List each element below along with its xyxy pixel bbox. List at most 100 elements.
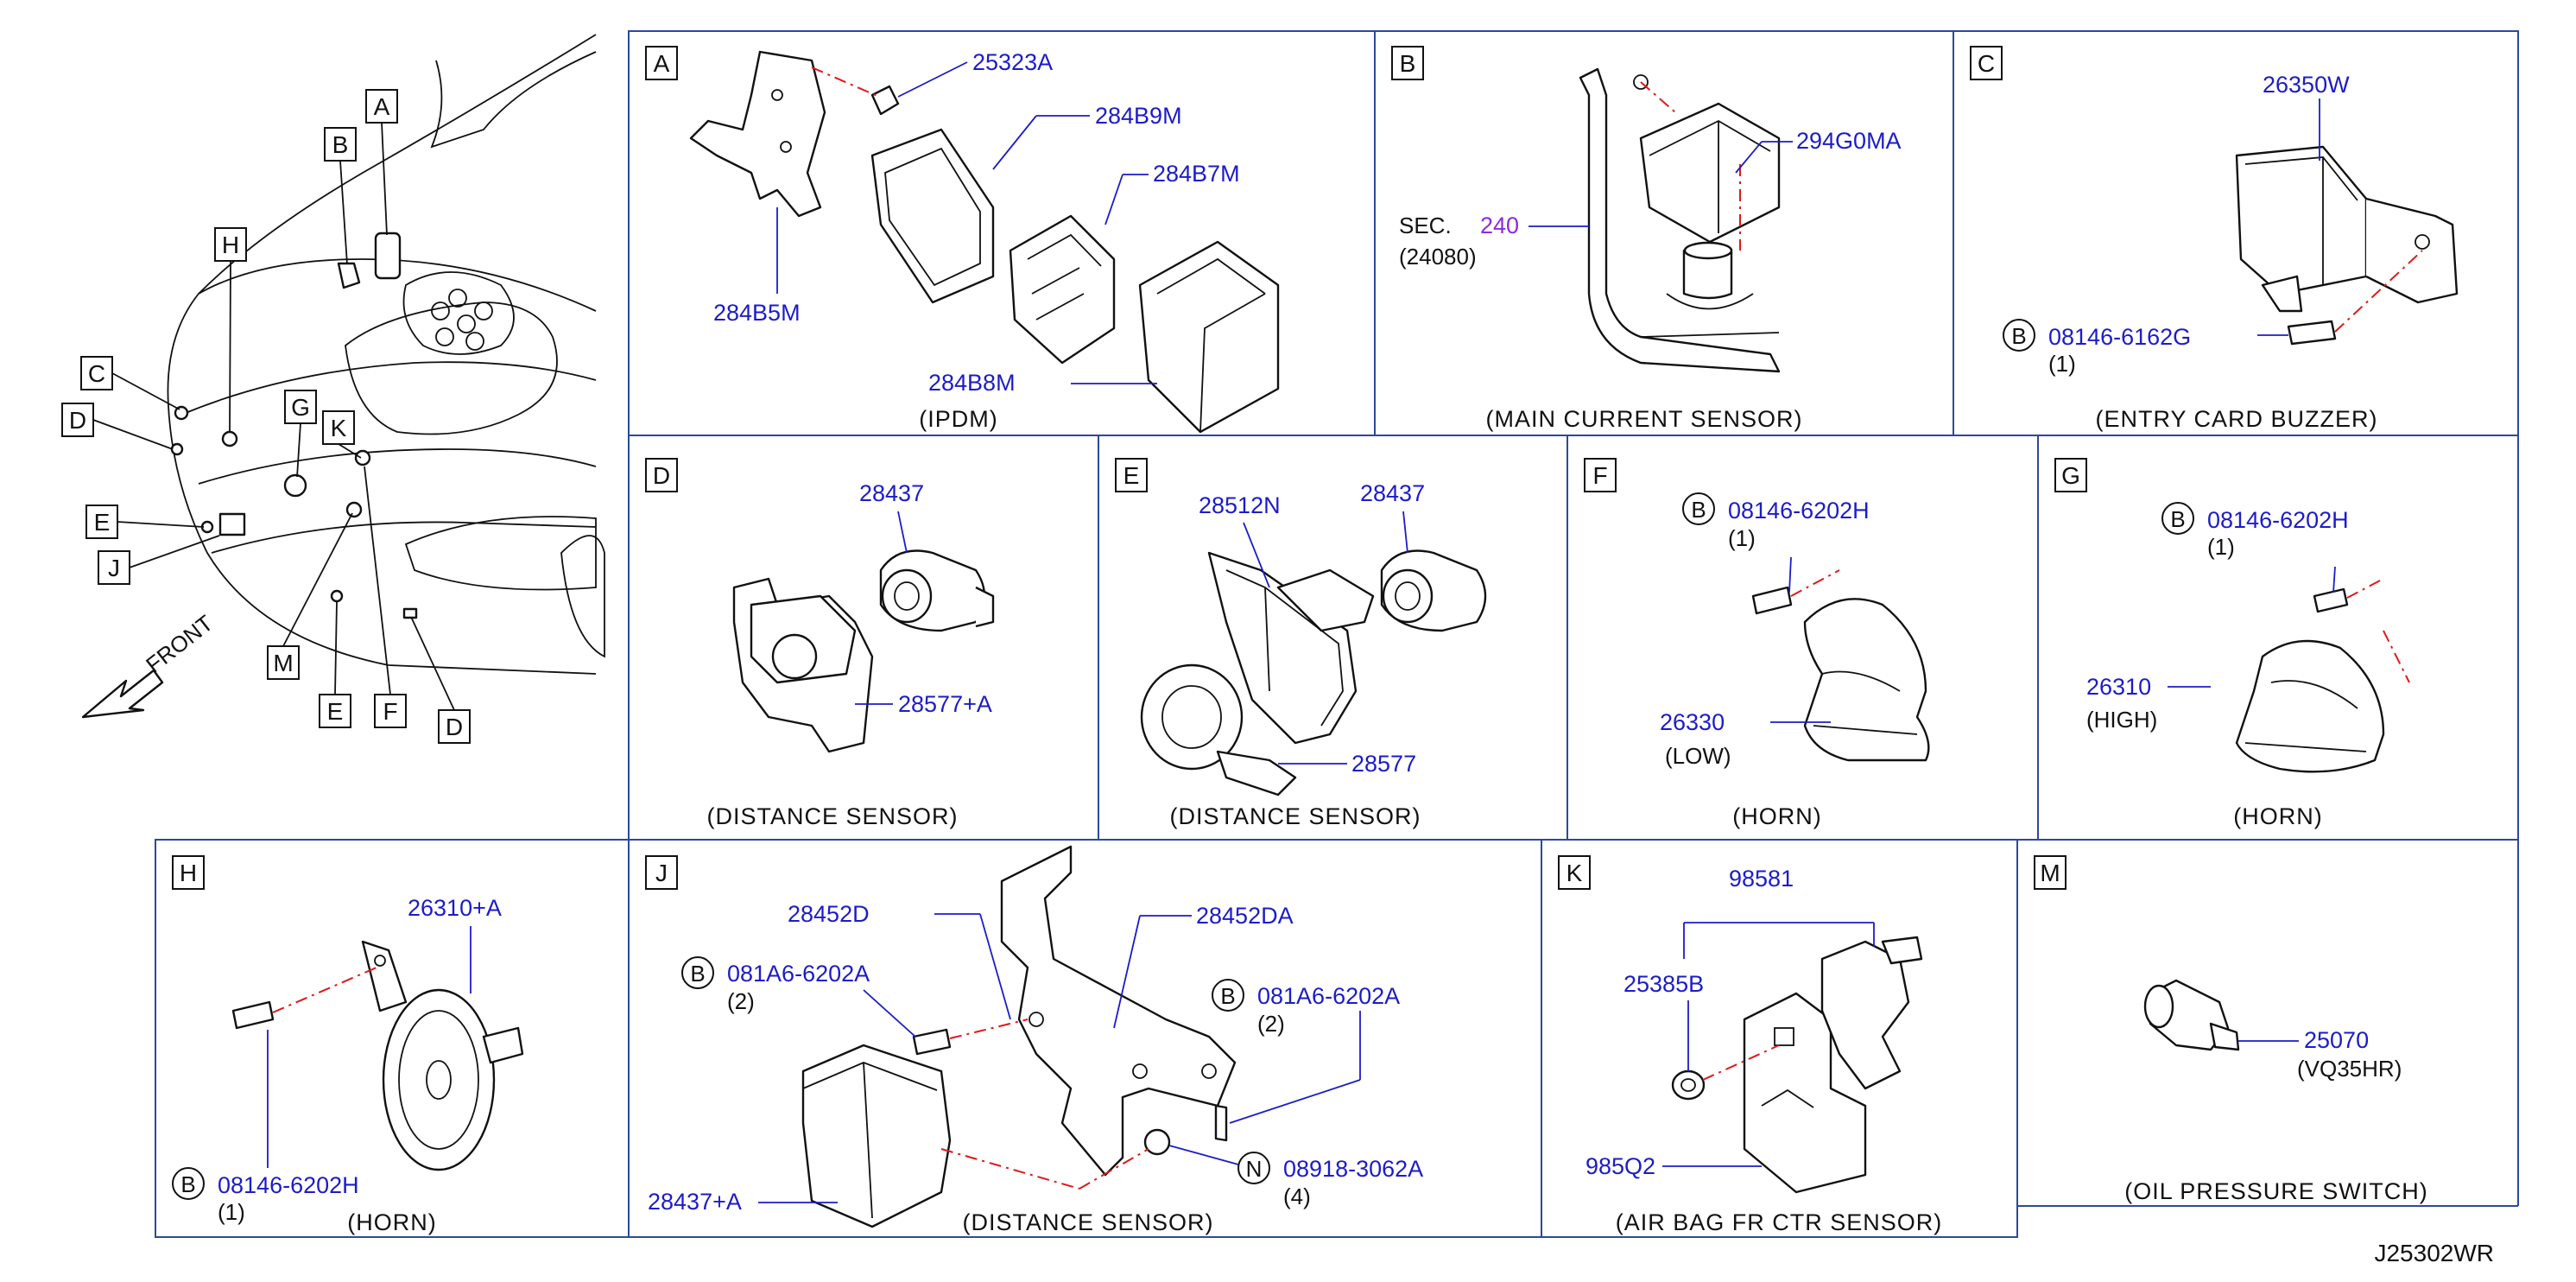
svg-text:28437: 28437 — [1360, 480, 1425, 506]
svg-text:98581: 98581 — [1729, 866, 1794, 892]
svg-text:M: M — [273, 650, 293, 676]
svg-text:SEC.: SEC. — [1399, 213, 1452, 238]
svg-text:28452D: 28452D — [788, 901, 870, 927]
svg-text:F: F — [383, 698, 397, 725]
svg-text:(HORN): (HORN) — [347, 1209, 436, 1235]
panel-j-bolt1-callout: B 081A6-6202A (2) — [681, 956, 870, 1014]
panel-k: K 98581 25385B 985Q2 (AIR BAG FR CTR SEN… — [1558, 855, 1943, 1235]
svg-text:25385B: 25385B — [1623, 971, 1704, 997]
overview-callout-b: B — [324, 127, 357, 162]
panel-f: F B 08146-6202H (1) 26330 (LOW) (HORN) — [1584, 458, 1930, 829]
panel-j-bolt2-callout: B 081A6-6202A (2) — [1212, 979, 1400, 1037]
svg-text:284B8M: 284B8M — [928, 370, 1016, 396]
svg-text:(1): (1) — [2048, 351, 2076, 377]
svg-text:08146-6162G: 08146-6162G — [2048, 324, 2191, 350]
overview-callout-e-bottom: E — [319, 694, 351, 728]
diagram-id: J25302WR — [2374, 1240, 2494, 1266]
panel-g: G B 08146-6202H (1) 26310 (HIGH) (HORN) — [2054, 458, 2410, 829]
svg-text:28452DA: 28452DA — [1196, 903, 1294, 929]
panel-j: J 28452D 28452DA 28437+A B 081A6-6202A (… — [645, 845, 1423, 1235]
panel-e: E 28512N 28437 28577 (DISTANCE SENSOR) — [1115, 458, 1487, 829]
svg-text:284B9M: 284B9M — [1095, 103, 1182, 129]
svg-text:(IPDM): (IPDM) — [919, 406, 997, 432]
svg-text:D: D — [653, 462, 670, 489]
svg-text:08146-6202H: 08146-6202H — [2207, 507, 2349, 533]
overview-callout-d-bottom: D — [438, 709, 471, 744]
vehicle-overview: A B H C D G K E J M E F D FRONT — [61, 34, 605, 744]
overview-callout-j: J — [98, 550, 130, 585]
svg-text:(LOW): (LOW) — [1665, 743, 1731, 769]
overview-callout-c: C — [80, 356, 113, 390]
svg-text:08918-3062A: 08918-3062A — [1283, 1156, 1423, 1182]
svg-text:(HIGH): (HIGH) — [2086, 707, 2157, 733]
svg-text:A: A — [374, 93, 390, 120]
panel-c: C 26350W B 08146-6162G (1) (ENTRY CARD B… — [1970, 46, 2459, 432]
panel-h: H 26310+A B 08146-6202H (1) (HORN) — [172, 855, 524, 1235]
svg-text:26310+A: 26310+A — [408, 895, 502, 921]
svg-text:N: N — [1246, 1156, 1263, 1182]
svg-text:B: B — [1220, 983, 1235, 1009]
svg-text:240: 240 — [1480, 213, 1519, 238]
svg-text:B: B — [690, 961, 705, 987]
svg-text:(24080): (24080) — [1399, 244, 1477, 270]
svg-text:(DISTANCE SENSOR): (DISTANCE SENSOR) — [706, 803, 958, 829]
svg-text:H: H — [180, 860, 197, 886]
svg-text:FRONT: FRONT — [141, 610, 218, 678]
overview-callout-a: A — [365, 89, 398, 124]
svg-text:28437: 28437 — [859, 480, 924, 506]
svg-text:26310: 26310 — [2086, 674, 2151, 700]
panel-h-bolt-callout: B 08146-6202H (1) — [172, 1167, 359, 1225]
svg-text:(1): (1) — [1728, 525, 1756, 551]
svg-text:K: K — [1566, 860, 1583, 886]
svg-text:(DISTANCE SENSOR): (DISTANCE SENSOR) — [1169, 803, 1421, 829]
svg-text:28577+A: 28577+A — [898, 691, 992, 717]
svg-text:26350W: 26350W — [2263, 72, 2350, 98]
overview-callout-e-left: E — [85, 505, 118, 539]
svg-text:294G0MA: 294G0MA — [1796, 128, 1902, 154]
svg-text:M: M — [2040, 860, 2060, 886]
panel-a: A 25323A 284B9M 284B7M 284B5M 284B8M (IP… — [645, 46, 1280, 434]
overview-callout-k: K — [322, 410, 355, 445]
svg-text:(1): (1) — [2207, 534, 2235, 560]
svg-text:B: B — [1691, 497, 1706, 523]
svg-text:284B5M: 284B5M — [713, 300, 801, 326]
svg-text:(ENTRY CARD BUZZER): (ENTRY CARD BUZZER) — [2095, 406, 2377, 432]
overview-callout-d: D — [61, 403, 94, 437]
svg-text:E: E — [1123, 462, 1140, 489]
svg-text:081A6-6202A: 081A6-6202A — [1257, 983, 1400, 1009]
svg-text:(HORN): (HORN) — [2233, 803, 2322, 829]
svg-text:(AIR BAG FR CTR SENSOR: (AIR BAG FR CTR SENSOR) — [1616, 1209, 1943, 1235]
panel-c-bolt-callout: B 08146-6162G (1) — [2003, 319, 2191, 377]
svg-text:25070: 25070 — [2304, 1027, 2369, 1053]
svg-text:H: H — [222, 232, 239, 258]
svg-text:(HORN): (HORN) — [1732, 803, 1821, 829]
svg-text:(2): (2) — [1257, 1011, 1285, 1037]
svg-text:26330: 26330 — [1660, 709, 1725, 735]
svg-text:081A6-6202A: 081A6-6202A — [727, 961, 870, 987]
svg-text:D: D — [446, 714, 463, 740]
front-arrow-icon: FRONT — [81, 610, 218, 719]
svg-text:B: B — [2011, 323, 2026, 349]
svg-text:(MAIN CURRENT SENSOR): (MAIN CURRENT SENSOR) — [1485, 406, 1802, 432]
svg-text:C: C — [1978, 50, 1995, 77]
svg-text:(VQ35HR): (VQ35HR) — [2297, 1056, 2402, 1082]
svg-text:08146-6202H: 08146-6202H — [1728, 498, 1870, 524]
svg-text:B: B — [180, 1171, 195, 1197]
overview-callout-g: G — [284, 390, 317, 424]
panel-m: M 25070 (VQ35HR) (OIL PRESSURE SWITCH) — [2034, 855, 2428, 1204]
svg-text:284B7M: 284B7M — [1153, 161, 1240, 187]
svg-text:J: J — [655, 860, 668, 886]
panel-d: D 28437 28577+A (DISTANCE SENSOR) — [645, 458, 995, 829]
svg-text:(OIL PRESSURE SWITCH): (OIL PRESSURE SWITCH) — [2124, 1178, 2428, 1204]
svg-text:985Q2: 985Q2 — [1585, 1153, 1655, 1179]
panel-b: B SEC. 240 (24080) 294G0MA (MAIN CURRENT… — [1391, 46, 1902, 432]
svg-text:(4): (4) — [1283, 1184, 1311, 1209]
svg-text:25323A: 25323A — [972, 49, 1053, 75]
svg-text:28437+A: 28437+A — [648, 1189, 742, 1215]
svg-text:(DISTANCE SENSOR): (DISTANCE SENSOR) — [962, 1209, 1213, 1235]
svg-text:F: F — [1592, 462, 1607, 489]
panel-f-bolt-callout: B 08146-6202H (1) — [1682, 492, 1870, 551]
svg-text:G: G — [291, 394, 310, 421]
svg-text:E: E — [327, 698, 344, 725]
